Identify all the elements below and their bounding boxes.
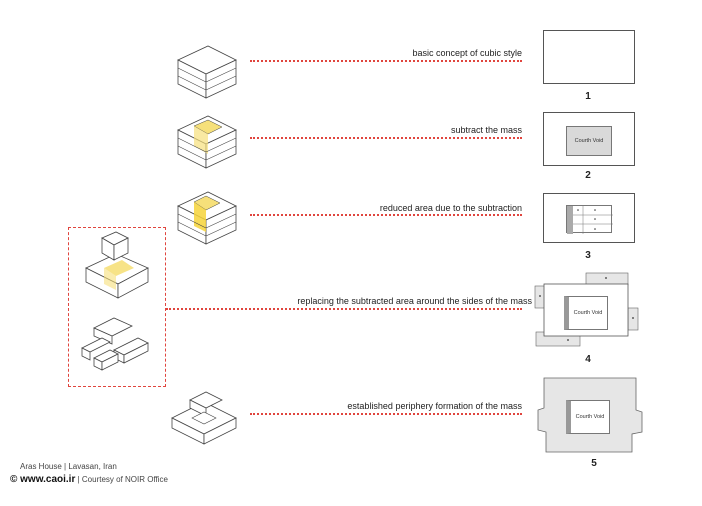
number-step-5: 5: [591, 458, 597, 469]
number-step-4: 4: [585, 354, 591, 365]
iso-block-4b: [81, 317, 149, 371]
iso-block-5: [171, 391, 237, 445]
number-step-2: 2: [585, 170, 591, 181]
caption-step-2: subtract the mass: [450, 125, 522, 135]
plan-step-3: [543, 193, 635, 243]
credit-text: | Courtesy of NOIR Office: [77, 475, 168, 484]
iso-block-3: [177, 191, 237, 245]
reduced-plan-3: [566, 205, 613, 234]
plan-step-2: Courth Void: [543, 112, 635, 166]
courtyard-void-5: Courth Void: [566, 400, 610, 434]
number-step-3: 3: [585, 250, 591, 261]
site-link[interactable]: © www.caoi.ir: [10, 474, 76, 485]
project-caption: Aras House | Lavasan, Iran: [20, 462, 117, 471]
iso-block-4a: [85, 231, 149, 299]
connector-line-3: [250, 214, 522, 216]
connector-line-5: [250, 413, 522, 415]
source-credit: © www.caoi.ir | Courtesy of NOIR Office: [10, 474, 168, 485]
highlight-frame: [68, 227, 166, 387]
courtyard-void-2: Courth Void: [566, 126, 612, 156]
connector-line-1: [250, 60, 522, 62]
number-step-1: 1: [585, 91, 591, 102]
caption-step-5: established periphery formation of the m…: [347, 401, 522, 411]
connector-line-2: [250, 137, 522, 139]
connector-line-4: [166, 308, 522, 310]
caption-step-4: replacing the subtracted area around the…: [297, 296, 532, 306]
iso-block-1: [177, 45, 237, 99]
courtyard-void-4: Courth Void: [564, 296, 608, 330]
caption-step-3: reduced area due to the subtraction: [379, 203, 522, 213]
caption-step-1: basic concept of cubic style: [412, 48, 522, 58]
plan-step-1: [543, 30, 635, 84]
iso-block-2: [177, 115, 237, 169]
